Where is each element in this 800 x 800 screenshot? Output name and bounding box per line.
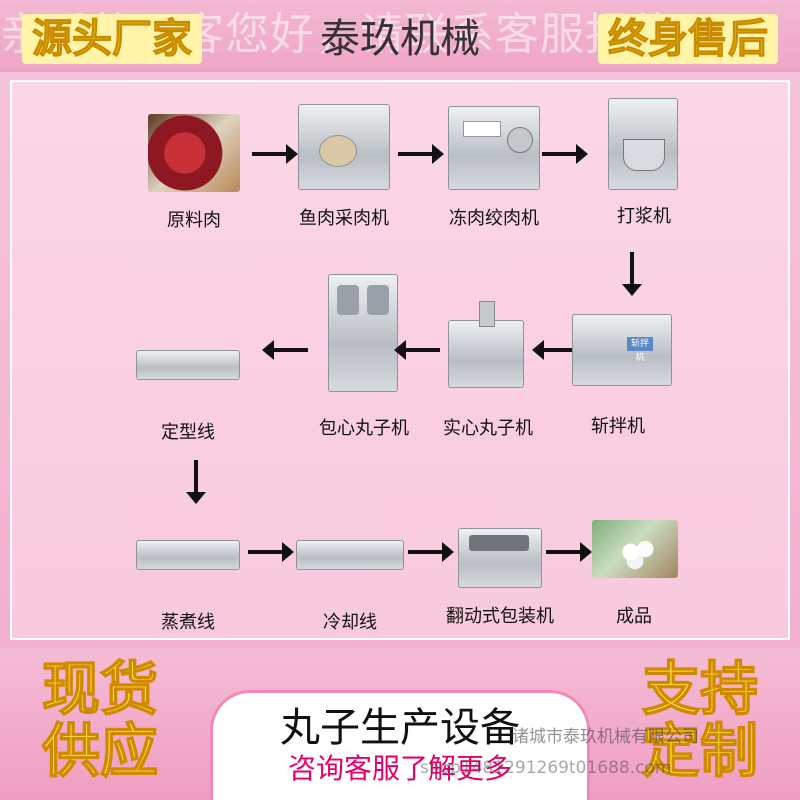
step-label: 冻肉绞肉机 (449, 208, 539, 229)
finished-product-image (592, 520, 678, 578)
fish-meat-separator-image (298, 104, 390, 190)
consult-subtitle: 咨询客服了解更多 (287, 752, 512, 785)
cooling-line-image (296, 540, 404, 570)
custom-support-text: 支持 定制 (641, 655, 759, 785)
arrow-right-icon (546, 542, 592, 562)
step-label: 成品 (616, 606, 652, 627)
shop-watermark: shop1481291269t01688.com (420, 758, 672, 778)
arrow-left-icon (394, 340, 440, 360)
step-label: 实心丸子机 (443, 418, 533, 439)
frozen-meat-grinder-image (448, 106, 540, 190)
step-label: 鱼肉采肉机 (299, 208, 389, 229)
arrow-right-icon (252, 144, 298, 164)
arrow-down-icon (186, 460, 206, 504)
stuffed-meatball-machine-image (328, 274, 398, 392)
bowl-cutter-image: 斩拌机 (572, 314, 672, 386)
solid-meatball-machine-image (448, 301, 524, 388)
machine-plate: 斩拌机 (627, 337, 653, 363)
step-label: 斩拌机 (591, 416, 645, 437)
source-factory-tag: 源头厂家 (22, 14, 202, 64)
step-label: 打浆机 (617, 206, 671, 227)
flip-packaging-machine-image (458, 528, 542, 588)
arrow-down-icon (622, 252, 642, 296)
steaming-line-image (136, 540, 240, 570)
page-title: 丸子生产设备 (280, 705, 520, 751)
step-cooling-line: 冷却线 (296, 516, 404, 633)
step-frozen-meat-grinder: 冻肉绞肉机 (448, 106, 540, 229)
arrow-right-icon (248, 542, 294, 562)
step-label: 蒸煮线 (161, 612, 215, 633)
raw-meat-image (148, 114, 240, 192)
arrow-right-icon (408, 542, 454, 562)
lifetime-service-tag: 终身售后 (598, 14, 778, 64)
arrow-left-icon (532, 340, 578, 360)
step-solid-meatball-machine: 实心丸子机 (443, 300, 533, 439)
step-finished-product: 成品 (592, 518, 678, 627)
forming-line-image (136, 350, 240, 380)
step-label: 包心丸子机 (319, 418, 409, 439)
step-label: 原料肉 (167, 210, 221, 231)
arrow-right-icon (542, 144, 588, 164)
step-label: 翻动式包装机 (446, 606, 554, 627)
step-label: 冷却线 (323, 612, 377, 633)
step-beater: 打浆机 (598, 98, 678, 227)
step-flip-packaging-machine: 翻动式包装机 (446, 518, 554, 627)
step-steaming-line: 蒸煮线 (136, 516, 240, 633)
beater-image (608, 98, 678, 190)
step-raw-meat: 原料肉 (148, 114, 240, 231)
arrow-right-icon (398, 144, 444, 164)
in-stock-text: 现货 供应 (41, 655, 159, 785)
step-forming-line: 定型线 (136, 326, 240, 443)
title-box: 丸子生产设备 咨询客服了解更多 (210, 690, 590, 800)
process-flow-panel: 原料肉 鱼肉采肉机 冻肉绞肉机 打浆机 定型线 包心丸子机 (10, 80, 790, 640)
company-watermark: 诸城市泰玖机械有限公司 (512, 727, 699, 747)
step-fish-meat-separator: 鱼肉采肉机 (298, 104, 390, 229)
arrow-left-icon (262, 340, 308, 360)
brand-name: 泰玖机械 (320, 16, 480, 62)
step-label: 定型线 (161, 422, 215, 443)
step-stuffed-meatball-machine: 包心丸子机 (318, 274, 409, 439)
step-bowl-cutter: 斩拌机 斩拌机 (572, 314, 672, 437)
